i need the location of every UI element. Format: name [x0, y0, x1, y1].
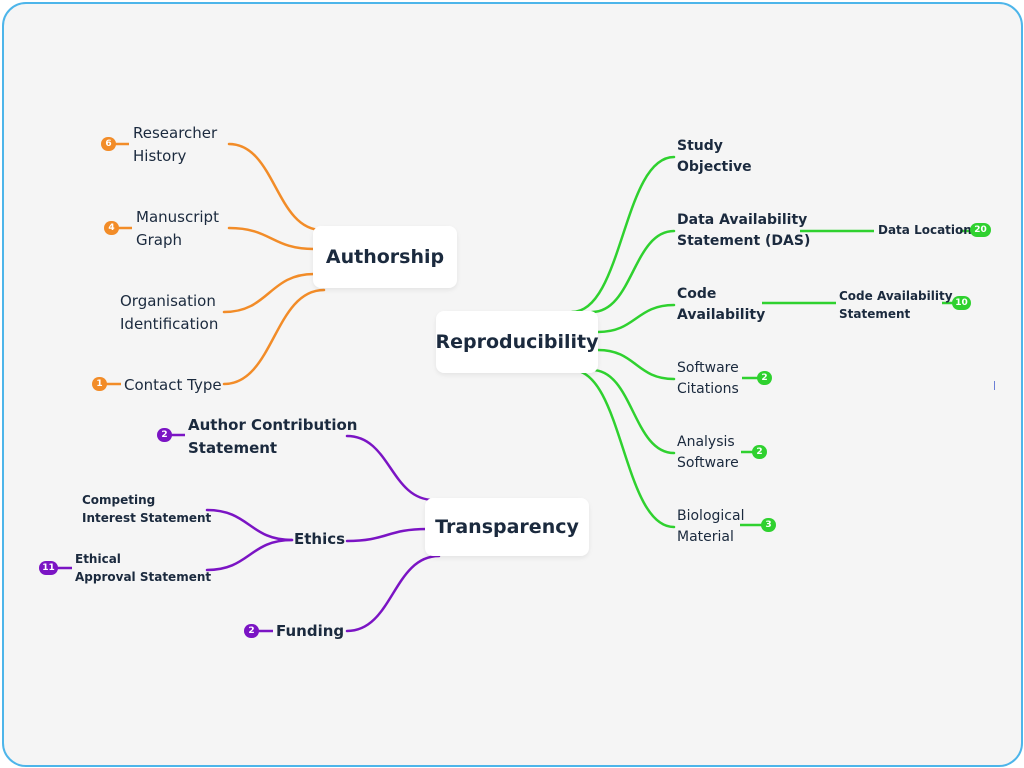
manuscript-graph-node[interactable]: Manuscript Graph — [136, 208, 219, 249]
manuscript-graph-count-badge: 4 — [104, 221, 119, 235]
link-code-availability — [596, 303, 676, 334]
ethics-node[interactable]: Ethics — [294, 530, 346, 548]
data-location-count-badge: 20 — [970, 223, 991, 237]
code-availability-statement-count-badge: 10 — [952, 296, 971, 310]
funding-count-badge: 2 — [244, 624, 259, 638]
contact-type-node[interactable]: Contact Type — [124, 376, 222, 394]
link-author-contribution — [345, 434, 436, 502]
contact-type-count-badge: 1 — [92, 377, 107, 391]
transparency-node[interactable]: Transparency — [425, 498, 589, 556]
analysis-software-node[interactable]: Analysis Software — [677, 434, 739, 471]
biological-material-count-badge: 3 — [761, 518, 776, 532]
data-location-node[interactable]: Data Location — [878, 223, 972, 237]
author-contribution-statement-node[interactable]: Author Contribution Statement — [188, 416, 358, 457]
analysis-software-count-badge: 2 — [752, 445, 767, 459]
link-biological-material — [570, 368, 676, 529]
competing-interest-statement-node[interactable]: Competing Interest Statement — [82, 493, 212, 525]
software-citations-node[interactable]: Software Citations — [677, 360, 739, 397]
link-contact-type — [222, 288, 326, 386]
software-citations-count-badge: 2 — [757, 371, 772, 385]
link-funding — [345, 554, 441, 633]
connector-lines — [57, 142, 972, 633]
link-ethics — [345, 527, 429, 543]
link-study-objective — [570, 155, 676, 314]
ethical-approval-statement-node[interactable]: Ethical Approval Statement — [75, 552, 212, 584]
link-organisation-identification — [222, 272, 316, 314]
link-software-citations — [596, 348, 676, 381]
biological-material-node[interactable]: Biological Material — [677, 508, 745, 545]
authorship-node[interactable]: Authorship — [313, 226, 457, 288]
code-availability-node[interactable]: Code Availability — [677, 286, 766, 323]
link-ethical-approval — [205, 538, 294, 572]
code-availability-statement-node[interactable]: Code Availability Statement — [839, 289, 953, 321]
das-node[interactable]: Data Availability Statement (DAS) — [677, 212, 811, 249]
link-analysis-software — [590, 368, 676, 455]
ethical-approval-count-badge: 11 — [39, 561, 58, 575]
link-manuscript-graph — [227, 226, 316, 251]
link-das — [590, 229, 676, 314]
researcher-history-count-badge: 6 — [101, 137, 116, 151]
researcher-history-node[interactable]: Researcher History — [133, 124, 218, 165]
link-researcher-history — [227, 142, 324, 232]
author-contribution-count-badge: 2 — [157, 428, 172, 442]
link-competing-interest — [205, 508, 294, 542]
study-objective-node[interactable]: Study Objective — [677, 138, 752, 175]
reproducibility-node[interactable]: Reproducibility — [435, 311, 599, 373]
funding-node[interactable]: Funding — [276, 622, 345, 640]
text-cursor — [994, 381, 995, 390]
organisation-identification-node[interactable]: Organisation Identification — [120, 292, 219, 333]
